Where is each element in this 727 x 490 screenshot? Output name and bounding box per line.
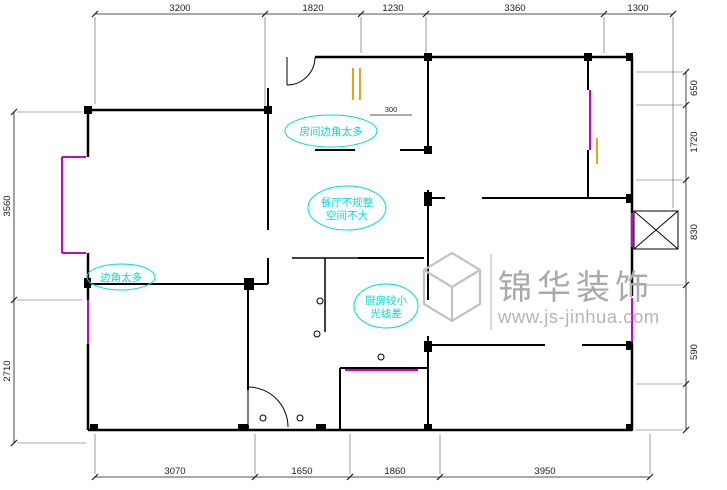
annotation-text: 空间不大 <box>326 209 368 222</box>
column-marker <box>84 106 92 114</box>
dim-top-4: 3360 <box>504 3 525 14</box>
dim-bottom-3: 1860 <box>384 466 405 477</box>
annotation-ellipse <box>307 185 387 231</box>
dim-bottom-4: 3950 <box>534 466 555 477</box>
door-arc <box>286 56 316 86</box>
review-annotations: 房间边角太多 餐厅不规整 空间不大 边角太多 厨房较小 光线差 <box>86 114 419 329</box>
dim-ticks-bottom <box>91 473 654 481</box>
column-marker <box>626 341 633 350</box>
dim-top-3: 1230 <box>382 3 403 14</box>
fixture-circle <box>316 297 324 305</box>
column-marker <box>626 424 633 431</box>
dim-right-1: 650 <box>689 80 700 96</box>
windows <box>61 90 633 371</box>
column-marker <box>424 192 432 206</box>
annotation-ellipse <box>353 283 419 329</box>
dim-top-1: 3200 <box>169 3 190 14</box>
column-marker <box>424 53 432 61</box>
column-marker <box>424 341 432 352</box>
column-marker <box>424 424 432 431</box>
dim-left-2: 2710 <box>2 360 13 381</box>
watermark-cube-icon <box>422 251 482 323</box>
annotation-ellipse <box>284 114 378 148</box>
dim-ticks-right <box>682 68 690 434</box>
annotation-ellipse <box>86 263 156 291</box>
walls <box>86 55 634 432</box>
annotation-text: 房间边角太多 <box>300 125 363 138</box>
dim-top-5: 1300 <box>627 3 648 14</box>
dimension-chain-bottom: 3070 1650 1860 3950 <box>91 466 654 481</box>
dim-ticks-top <box>91 10 677 18</box>
fixture-circle <box>259 414 267 422</box>
column-marker <box>424 146 432 154</box>
column-marker <box>584 53 592 61</box>
column-marker <box>244 278 254 290</box>
extension-lines <box>17 17 683 474</box>
dim-ticks-left <box>10 108 18 447</box>
column-marker <box>90 424 98 431</box>
dim-right-2: 1720 <box>689 131 700 152</box>
dimension-chain-top: 3200 1820 1230 3360 1300 <box>91 3 677 18</box>
dimension-chain-left: 3560 2710 <box>2 108 18 447</box>
watermark-url: www.js-jinhua.com <box>497 306 660 327</box>
dim-top-2: 1820 <box>302 3 323 14</box>
columns <box>84 53 633 431</box>
fixture-circle <box>296 414 304 422</box>
ac-unit-symbol <box>633 210 679 250</box>
counter-symbol <box>292 257 358 332</box>
dim-left-1: 3560 <box>2 195 13 216</box>
column-marker <box>84 278 91 288</box>
dim-right-3: 830 <box>689 224 700 240</box>
dim-right-4: 590 <box>689 344 700 360</box>
door-frame-accents <box>352 68 598 164</box>
dim-bottom-2: 1650 <box>291 466 312 477</box>
column-marker <box>626 194 633 203</box>
doors <box>247 56 316 428</box>
column-marker <box>626 53 633 61</box>
column-marker <box>316 424 326 431</box>
door-arc <box>247 386 289 428</box>
watermark-brand: 锦华装饰 <box>498 269 654 307</box>
dimension-chain-right: 650 1720 830 590 <box>682 68 700 434</box>
dim-bottom-1: 3070 <box>164 466 185 477</box>
annotation-text: 厨房较小 <box>365 294 407 307</box>
annotation-text: 餐厅不规整 <box>321 196 374 209</box>
column-marker <box>264 106 272 114</box>
annotation-text: 光线差 <box>370 307 402 320</box>
column-marker <box>238 424 248 431</box>
fixture-circle <box>377 353 385 361</box>
annotation-text: 边角太多 <box>100 271 142 284</box>
fixture-circle <box>313 330 321 338</box>
dimension-inner: 300 <box>370 105 412 116</box>
fixtures <box>259 297 385 422</box>
dim-inner-1: 300 <box>385 105 398 114</box>
watermark: 锦华装饰 www.js-jinhua.com <box>422 251 660 330</box>
